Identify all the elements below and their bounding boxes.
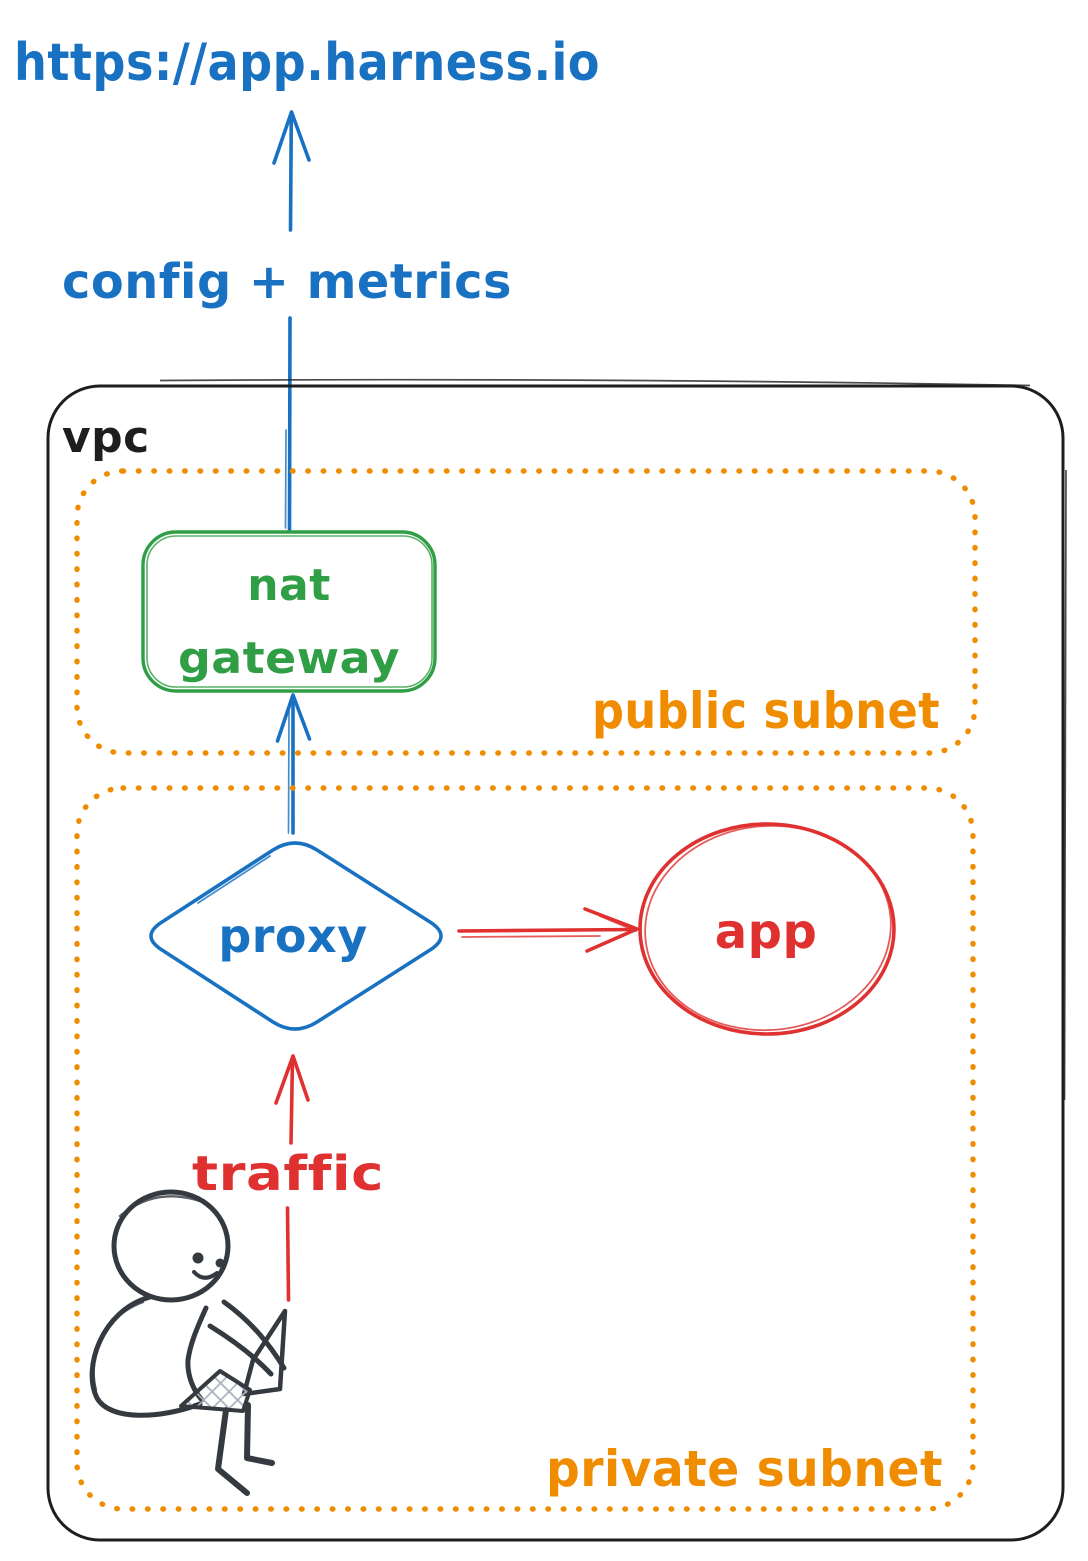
private-subnet-border (74, 785, 976, 1512)
person-with-laptop-figure (89, 1189, 288, 1496)
edge-label-traffic: traffic (192, 1146, 384, 1202)
edge-sketch-line (287, 709, 290, 834)
arrowhead-up-icon (272, 110, 311, 165)
private-subnet-label: private subnet (546, 1440, 943, 1498)
person-smile (192, 1270, 219, 1280)
arrowhead-right-icon (583, 907, 639, 953)
node-app: app (638, 822, 896, 1036)
person-torso (89, 1294, 203, 1418)
external-url-label: https://app.harness.io (14, 33, 600, 93)
arrowhead-up-icon (275, 693, 312, 743)
public-subnet-container: public subnet (74, 468, 978, 756)
person-torso-sketch (92, 1300, 145, 1392)
edge-proxy-to-nat (275, 693, 312, 835)
vpc-sketch-line (1063, 469, 1067, 1101)
vpc-container: vpc (46, 378, 1067, 1542)
person-head-sketch (118, 1195, 210, 1218)
edge-line (285, 1206, 291, 1302)
nat-gateway-box (141, 530, 437, 693)
edge-proxy-to-app (457, 907, 639, 953)
edge-line (287, 316, 292, 533)
node-nat-gateway: nat gateway (141, 530, 437, 693)
edge-sketch-line (461, 935, 601, 938)
arrowhead-sketch-line (599, 915, 637, 932)
arrowhead-up-icon (274, 1054, 310, 1105)
public-subnet-label: public subnet (592, 682, 940, 740)
person-head (111, 1189, 231, 1303)
edge-sketch-line (284, 429, 287, 529)
app-circle (638, 822, 896, 1036)
proxy-diamond (149, 841, 443, 1031)
edge-line (288, 114, 294, 232)
person-leg (244, 1402, 275, 1466)
edge-line (457, 927, 635, 933)
nat-gateway-label-line2: gateway (178, 633, 400, 684)
app-sketch-circle (644, 824, 892, 1032)
public-subnet-border (74, 468, 978, 756)
person-chest-line (185, 1305, 209, 1403)
edge-user-to-proxy: traffic (192, 1054, 384, 1302)
person-leg (215, 1407, 250, 1496)
nat-gateway-sketch-box (146, 535, 433, 688)
nat-gateway-label-line1: nat (247, 560, 331, 611)
proxy-label: proxy (218, 909, 367, 963)
vpc-sketch-line (159, 378, 1031, 387)
edge-line (289, 1056, 295, 1145)
private-subnet-container: private subnet (74, 785, 976, 1512)
app-label: app (715, 904, 818, 960)
person-eye (192, 1252, 204, 1264)
proxy-sketch-line (197, 855, 271, 904)
edge-nat-to-cloud: config + metrics (62, 110, 512, 533)
laptop-keyboard (179, 1369, 252, 1413)
vpc-border (46, 384, 1065, 1542)
node-proxy: proxy (149, 841, 443, 1031)
edge-label-config-metrics: config + metrics (62, 254, 512, 310)
person-eye (215, 1258, 225, 1268)
vpc-label: vpc (62, 412, 150, 463)
person-arm (207, 1323, 274, 1377)
